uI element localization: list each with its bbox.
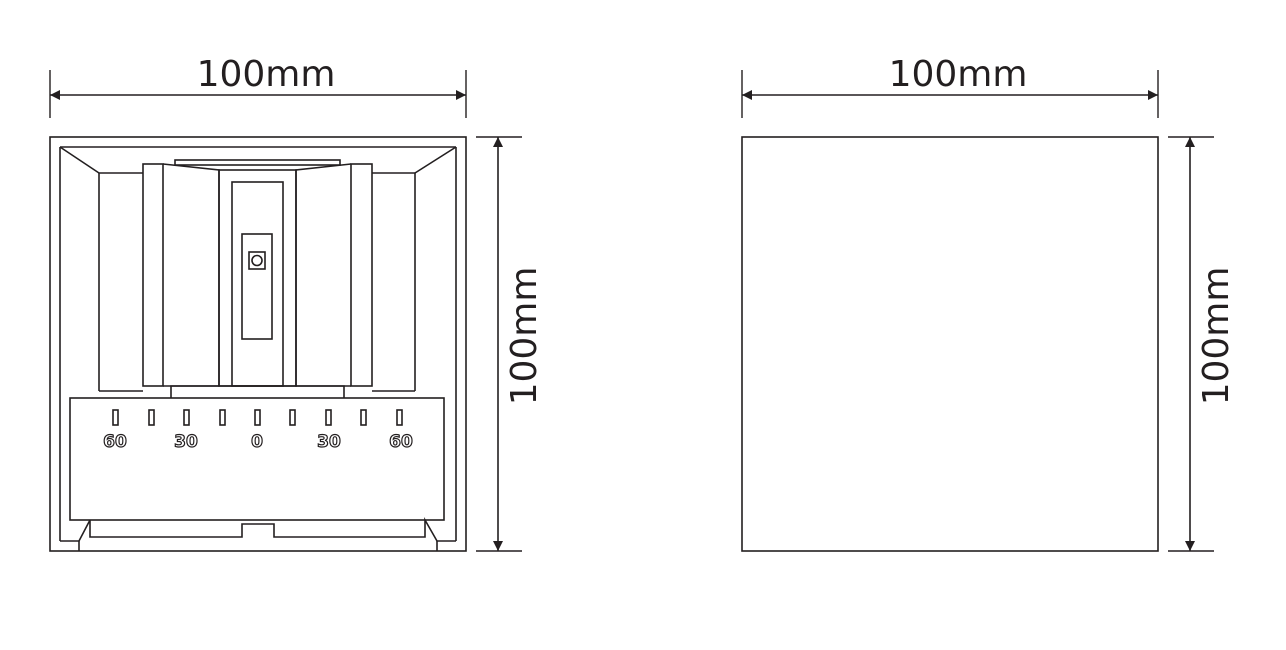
left-width-dimension: 100mm [49,54,467,118]
scale-label-zero: 0 [251,432,263,452]
left-height-dimension: 100mm [476,136,545,552]
left-height-label: 100mm [504,267,545,406]
meter-front-outline: 60 30 0 30 60 [49,136,467,552]
scale-ticks [112,409,403,426]
scale-label-right-30: 30 [317,432,341,452]
right-width-label: 100mm [889,54,1028,95]
scale-label-right-60: 60 [389,432,413,452]
right-view: 100mm 100mm [741,54,1237,552]
scale-label-left-60: 60 [103,432,127,452]
scale-labels: 60 30 0 30 60 [103,431,414,452]
back-plate-outline [741,136,1159,552]
left-width-label: 100mm [197,54,336,95]
right-width-dimension: 100mm [741,54,1159,118]
left-view: 100mm 100mm [49,54,545,552]
scale-label-left-30: 30 [174,432,198,452]
right-height-dimension: 100mm [1168,136,1237,552]
right-height-label: 100mm [1196,267,1237,406]
